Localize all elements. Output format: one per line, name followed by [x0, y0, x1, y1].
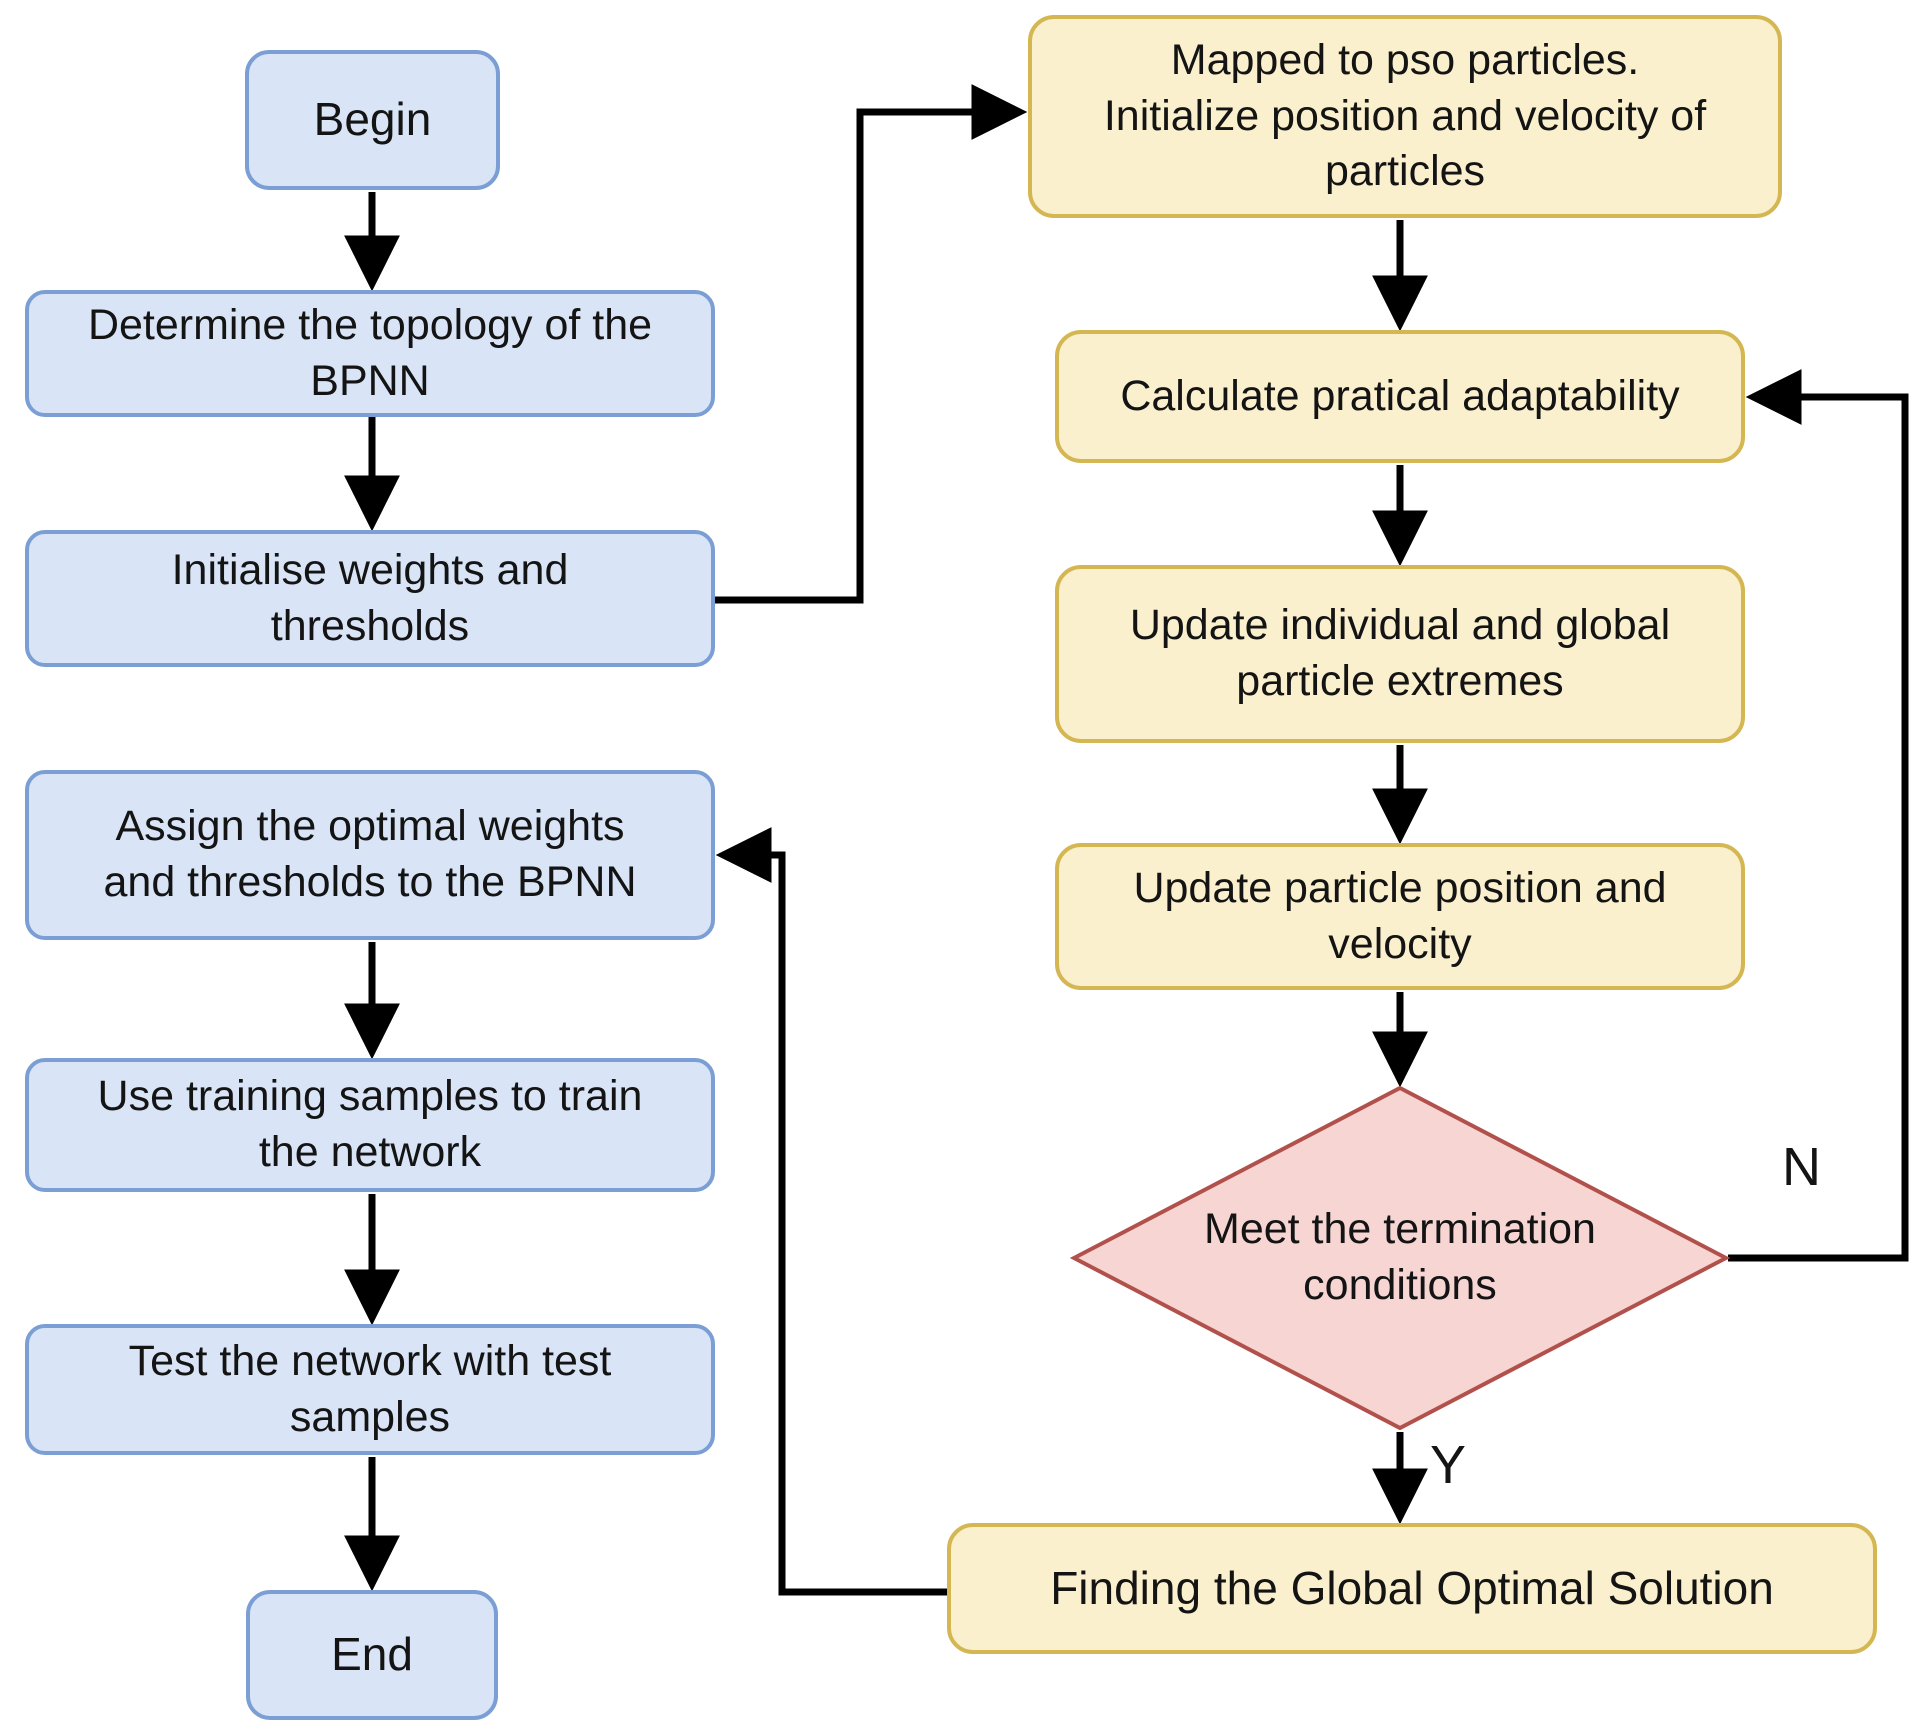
- node-global-optimal-solution: Finding the Global Optimal Solution: [947, 1523, 1877, 1654]
- node-begin: Begin: [245, 50, 500, 190]
- edge-decision-no-loop: [1728, 369, 1909, 1262]
- node-update-position-velocity: Update particle position and velocity: [1055, 843, 1745, 990]
- decision-yes-label: Y: [1430, 1435, 1467, 1495]
- node-map-to-pso-particles: Mapped to pso particles. Initialize posi…: [1028, 15, 1782, 218]
- node-termination-decision: Meet the termination conditions: [1070, 1086, 1730, 1430]
- decision-no-label: N: [1782, 1137, 1821, 1197]
- node-end: End: [246, 1590, 498, 1720]
- decision-label: Meet the termination conditions: [1204, 1205, 1596, 1309]
- node-determine-topology: Determine the topology of the BPNN: [25, 290, 715, 417]
- node-initialise-weights: Initialise weights and thresholds: [25, 530, 715, 667]
- node-test-network: Test the network with test samples: [25, 1324, 715, 1455]
- node-assign-optimal-weights: Assign the optimal weights and threshold…: [25, 770, 715, 940]
- edge-initialise-to-mapped: [715, 84, 1028, 604]
- decision-diamond-shape: [1070, 1086, 1730, 1430]
- edge-finding-to-assign: [715, 827, 947, 1596]
- node-calculate-adaptability: Calculate pratical adaptability: [1055, 330, 1745, 463]
- node-train-network: Use training samples to train the networ…: [25, 1058, 715, 1192]
- node-update-extremes: Update individual and global particle ex…: [1055, 565, 1745, 743]
